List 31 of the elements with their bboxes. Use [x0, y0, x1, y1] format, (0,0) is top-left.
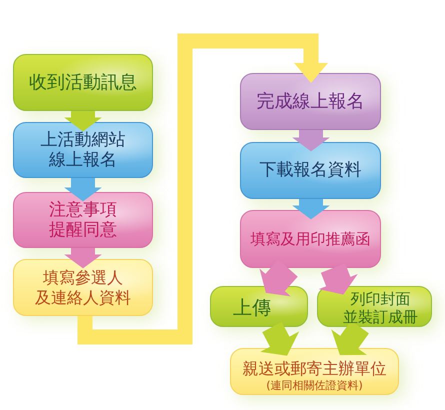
process-box: [240, 142, 381, 199]
process-box: [13, 122, 153, 178]
arrow: [64, 248, 102, 268]
process-box: [230, 348, 399, 395]
process-box: [13, 54, 153, 111]
step-text: 上傳: [233, 297, 271, 320]
step-text: 收到活動訊息: [29, 72, 137, 94]
arrow: [260, 322, 300, 356]
process-box: [317, 286, 432, 327]
step-text: 填寫參選人及連絡人資料: [35, 268, 131, 307]
process-box: [240, 210, 381, 268]
step-text: 列印封面並裝訂成冊: [343, 290, 418, 326]
arrow: [78, 34, 328, 344]
arrow: [64, 178, 102, 202]
process-box: [13, 259, 153, 316]
note-text: (連同相關佐證資料): [266, 378, 363, 392]
step-text: 下載報名資料: [260, 160, 362, 181]
step-text: 親送或郵寄主辦單位: [242, 359, 386, 378]
step-text: 注意事項提醒同意: [49, 200, 117, 240]
arrow: [292, 130, 330, 152]
process-box: [13, 192, 153, 248]
step-text: 完成線上報名: [256, 90, 364, 112]
arrow: [292, 199, 330, 220]
step-text: 填寫及用印推薦函: [250, 230, 370, 248]
step-text: 上活動網站線上報名: [40, 130, 126, 170]
process-box: [240, 73, 381, 130]
arrow: [64, 111, 102, 132]
arrow: [260, 259, 298, 296]
process-box: [210, 286, 308, 327]
arrow: [331, 320, 369, 356]
arrow: [318, 263, 358, 295]
